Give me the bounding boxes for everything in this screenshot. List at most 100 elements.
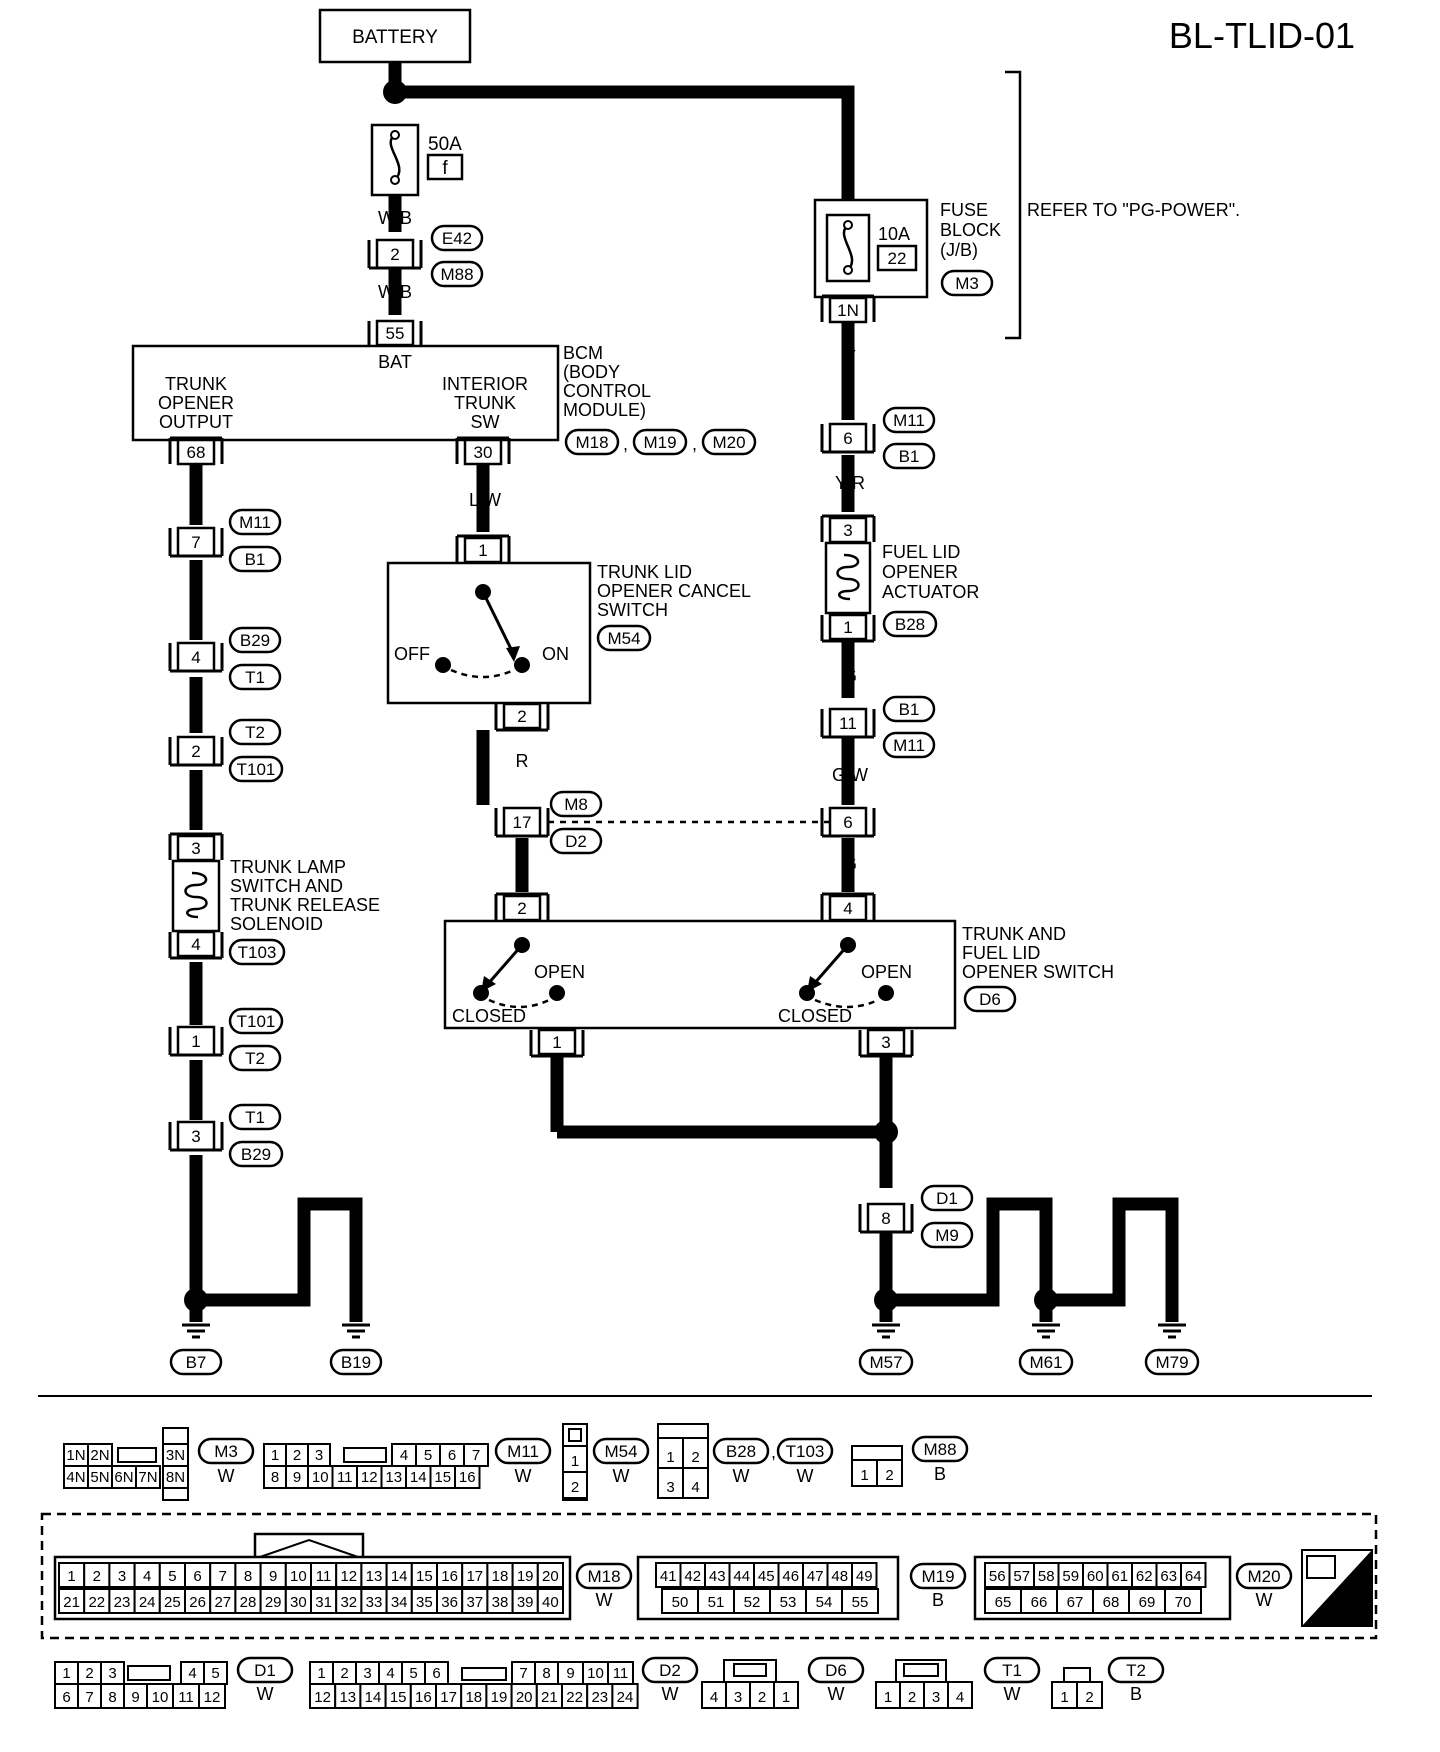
wire-color-b-g8: B bbox=[1166, 1246, 1178, 1266]
face-color-d1: W bbox=[257, 1684, 274, 1704]
face-tag-d2-label: D2 bbox=[659, 1661, 681, 1680]
wire-color-r-3: R bbox=[190, 695, 203, 715]
face-tag-m20-label: M20 bbox=[1247, 1567, 1280, 1586]
pin-d6 bbox=[773, 1681, 799, 1709]
connector-tag-b28: B28 bbox=[895, 615, 925, 634]
connector-tag-t101-l: T101 bbox=[237, 760, 276, 779]
fuel-actuator-line1: FUEL LID bbox=[882, 542, 960, 562]
ground-junction-m57 bbox=[874, 1288, 898, 1312]
pin-m18-label: 18 bbox=[492, 1568, 509, 1585]
harness-frame bbox=[40, 1512, 1378, 1640]
pin-m18-label: 2 bbox=[93, 1568, 101, 1585]
fuse-block-pin: 1N bbox=[837, 301, 859, 320]
face-tag-m88-label: M88 bbox=[923, 1440, 956, 1459]
pin-m18-label: 39 bbox=[517, 1594, 534, 1611]
trunk-solenoid-pin-top: 3 bbox=[191, 839, 200, 858]
connector-tag-m3: M3 bbox=[955, 274, 979, 293]
pin-m20 bbox=[1164, 1588, 1202, 1614]
pin-m18-label: 40 bbox=[542, 1594, 559, 1611]
pin-t2 bbox=[1076, 1681, 1103, 1709]
pin-m11-label: 8 bbox=[271, 1469, 279, 1486]
pin-m11-label: 3 bbox=[315, 1447, 323, 1464]
pin-t1-label: 1 bbox=[884, 1689, 892, 1706]
pin-b28-label: 3 bbox=[666, 1479, 674, 1496]
pin-m18-label: 29 bbox=[265, 1594, 282, 1611]
face-tag-m18 bbox=[575, 1562, 633, 1590]
face-color-m20: W bbox=[1256, 1590, 1273, 1610]
pin-d6-label: 4 bbox=[710, 1689, 718, 1706]
pin-m18-label: 19 bbox=[517, 1568, 534, 1585]
connector-tag-m18: M18 bbox=[575, 433, 608, 452]
pin-d2 bbox=[460, 1683, 488, 1709]
face-tag-m18-label: M18 bbox=[587, 1567, 620, 1586]
pin-m18 bbox=[133, 1588, 161, 1614]
face-color-m3: W bbox=[218, 1466, 235, 1486]
cancel-switch-box bbox=[386, 561, 592, 705]
pin-m20 bbox=[1082, 1562, 1109, 1588]
face-color-b28: W bbox=[733, 1466, 750, 1486]
pin-m18-label: 23 bbox=[114, 1594, 131, 1611]
face-color-t103: W bbox=[797, 1466, 814, 1486]
pin-m88 bbox=[876, 1459, 903, 1487]
pin-m19 bbox=[704, 1562, 731, 1588]
pin-m88-label: 2 bbox=[885, 1467, 893, 1484]
pin-m18 bbox=[58, 1562, 86, 1588]
pin-m18-label: 35 bbox=[416, 1594, 433, 1611]
pin-m19 bbox=[841, 1588, 879, 1614]
pin-m11 bbox=[454, 1465, 481, 1489]
pin-d2-label: 8 bbox=[542, 1665, 550, 1682]
pin-m19 bbox=[851, 1562, 878, 1588]
connector-tag-t1-b: T1 bbox=[245, 1108, 265, 1127]
pin-d1-label: 11 bbox=[178, 1689, 194, 1706]
pin-d1-label: 4 bbox=[188, 1665, 196, 1682]
opener-switch-closed-r: CLOSED bbox=[778, 1006, 852, 1026]
pin-m19 bbox=[655, 1562, 682, 1588]
connector-tag-b1-r2: B1 bbox=[899, 700, 920, 719]
pin-m19-label: 46 bbox=[782, 1568, 799, 1585]
svg-text:,: , bbox=[692, 434, 697, 454]
hs-emblem-icon bbox=[1306, 1555, 1336, 1579]
pin-m18-label: 1 bbox=[67, 1568, 75, 1585]
pin-m18 bbox=[310, 1562, 338, 1588]
bcm-out-line1: TRUNK bbox=[165, 374, 227, 394]
pin-d6-label: 2 bbox=[758, 1689, 766, 1706]
pin-d1-label: 6 bbox=[62, 1689, 70, 1706]
pin-m20-label: 70 bbox=[1175, 1594, 1192, 1611]
fuel-actuator-line2: OPENER bbox=[882, 562, 958, 582]
wire-color-r-4: R bbox=[190, 784, 203, 804]
pin-d2-label: 16 bbox=[415, 1689, 432, 1706]
pin-t1 bbox=[875, 1681, 901, 1709]
pin-t1-label: 2 bbox=[908, 1689, 916, 1706]
bcm-sw-line3: SW bbox=[471, 412, 500, 432]
pin-d2-label: 2 bbox=[340, 1665, 348, 1682]
bcm-sw-pin: 30 bbox=[474, 443, 493, 462]
battery-junction bbox=[383, 80, 407, 104]
pin-m3-label: 7N bbox=[138, 1469, 157, 1486]
pin-m18-label: 28 bbox=[240, 1594, 257, 1611]
connector-lock bbox=[568, 1428, 582, 1442]
bcm-sw-line2: TRUNK bbox=[454, 393, 516, 413]
fuse-block-line1: FUSE bbox=[940, 200, 988, 220]
pin-m18-label: 32 bbox=[340, 1594, 357, 1611]
face-color-m18: W bbox=[596, 1590, 613, 1610]
fuse-block-amp: 10A bbox=[878, 224, 910, 244]
pin-b28 bbox=[682, 1437, 709, 1469]
connector-lock bbox=[733, 1663, 767, 1677]
wire-color-gw: G/W bbox=[832, 765, 868, 785]
junction-m8-pin-l: 17 bbox=[513, 813, 532, 832]
pin-m20 bbox=[1155, 1562, 1182, 1588]
face-color-m88: B bbox=[934, 1464, 946, 1484]
pin-m18 bbox=[536, 1562, 564, 1588]
pin-m54-label: 1 bbox=[571, 1453, 579, 1470]
connector-lock bbox=[461, 1667, 507, 1681]
face-tag-m54 bbox=[592, 1437, 650, 1465]
bcm-box bbox=[131, 344, 560, 442]
pin-m11-label: 16 bbox=[459, 1469, 476, 1486]
pin-m11-label: 1 bbox=[271, 1447, 279, 1464]
pin-d2-label: 6 bbox=[432, 1665, 440, 1682]
fuel-actuator-pin-top: 3 bbox=[843, 521, 852, 540]
wire-color-b-1: B bbox=[190, 980, 202, 1000]
pin-m20-label: 69 bbox=[1139, 1594, 1156, 1611]
pin-d1-label: 5 bbox=[211, 1665, 219, 1682]
connector-tag-m88: M88 bbox=[440, 265, 473, 284]
